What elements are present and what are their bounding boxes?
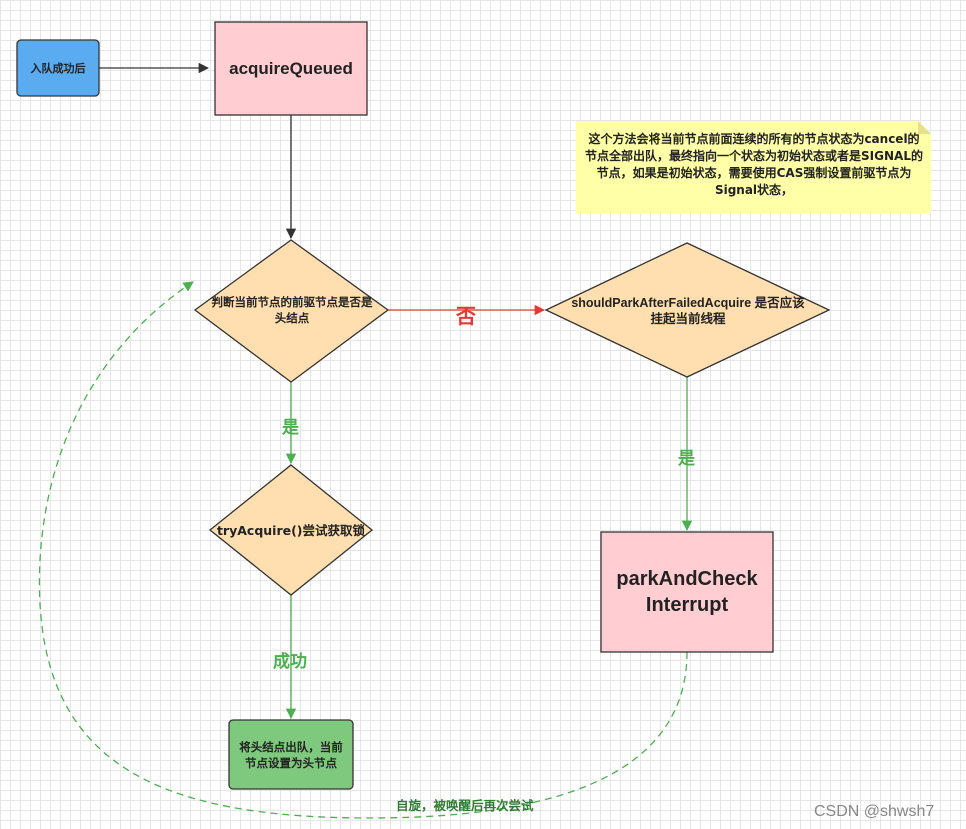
set-head-node-shape bbox=[228, 719, 354, 790]
edge-label-yes-left: 是 bbox=[282, 418, 299, 438]
is-pred-head-node: 判断当前节点的前驱节点是否是头结点 bbox=[206, 288, 378, 332]
enqueued-label: 入队成功后 bbox=[30, 62, 86, 75]
acquire-queued-node-shape bbox=[214, 21, 368, 116]
edge-label-yes-right: 是 bbox=[678, 449, 695, 469]
try-acquire-diamond bbox=[208, 464, 374, 596]
edge-label-retry: 自旋，被唤醒后再次尝试 bbox=[396, 798, 534, 813]
should-park-node: shouldParkAfterFailedAcquire 是否应该挂起当前线程 bbox=[570, 292, 806, 330]
acquire-queued-label: acquireQueued bbox=[229, 58, 353, 78]
edge-label-success: 成功 bbox=[273, 652, 307, 672]
note-shape bbox=[576, 121, 931, 213]
try-acquire-node: tryAcquire()尝试获取锁 bbox=[214, 510, 368, 550]
note-text: 这个方法会将当前节点前面连续的所有的节点状态为cancel的节点全部出队，最终指… bbox=[585, 132, 923, 197]
should-park-diamond bbox=[544, 242, 831, 378]
should-park-label: shouldParkAfterFailedAcquire 是否应该挂起当前线程 bbox=[571, 296, 805, 326]
edge-retry-loop bbox=[38, 281, 688, 819]
csdn-watermark: CSDN @shwsh7 bbox=[814, 803, 935, 820]
enqueued-node: 入队成功后 bbox=[17, 40, 99, 96]
park-check-label: parkAndCheck Interrupt bbox=[616, 568, 758, 616]
is-pred-head-label: 判断当前节点的前驱节点是否是头结点 bbox=[211, 295, 373, 325]
enqueued-node-shape bbox=[16, 39, 100, 97]
set-head-label: 将头结点出队，当前节点设置为头节点 bbox=[239, 739, 343, 770]
acquire-queued-node: acquireQueued bbox=[215, 22, 367, 115]
note-fold bbox=[918, 121, 931, 134]
set-head-node: 将头结点出队，当前节点设置为头节点 bbox=[229, 720, 353, 789]
is-pred-head-diamond bbox=[193, 239, 390, 383]
park-check-node-shape bbox=[600, 531, 774, 653]
try-acquire-label: tryAcquire()尝试获取锁 bbox=[216, 522, 366, 538]
edge-label-no: 否 bbox=[456, 304, 476, 328]
park-check-node: parkAndCheck Interrupt bbox=[601, 532, 773, 652]
